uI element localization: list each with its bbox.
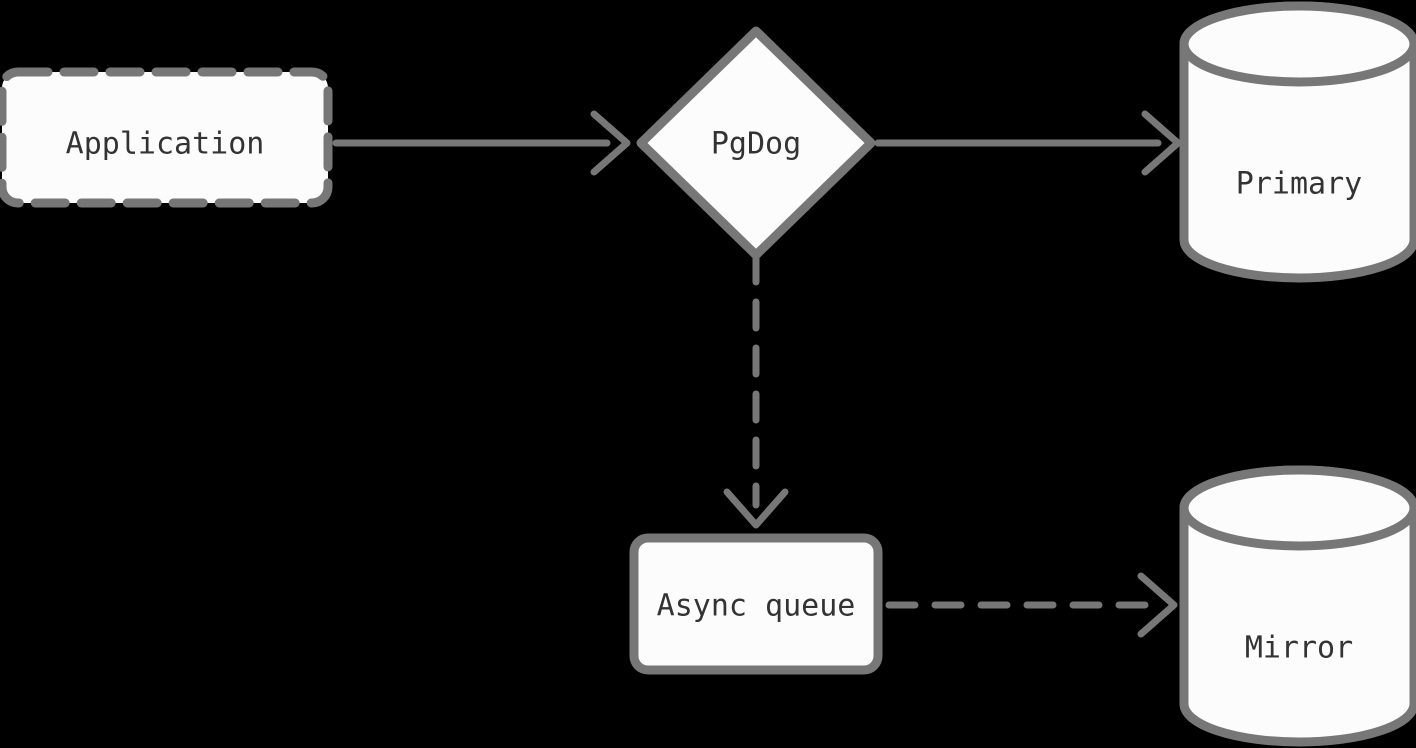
- node-pgdog-shape[interactable]: [636, 26, 876, 260]
- edge-app-to-pgdog-arrowhead: [590, 110, 631, 176]
- node-primary[interactable]: Primary: [1179, 1, 1416, 283]
- node-application-shape[interactable]: [0, 67, 333, 208]
- node-mirror-top-ellipse: [1179, 465, 1416, 551]
- node-primary-label: Primary: [1236, 167, 1362, 202]
- edge-app-to-pgdog: [332, 110, 631, 176]
- node-async-queue[interactable]: Async queue: [629, 533, 883, 675]
- edge-pgdog-to-primary: [874, 110, 1182, 176]
- node-primary-top-ellipse: [1179, 1, 1416, 87]
- node-async-queue-shape[interactable]: [629, 533, 883, 675]
- node-application[interactable]: Application: [0, 67, 333, 208]
- edge-async-queue-to-mirror: [885, 572, 1178, 638]
- node-mirror-label: Mirror: [1245, 631, 1353, 666]
- node-application-label: Application: [66, 127, 265, 162]
- node-pgdog[interactable]: PgDog: [636, 26, 876, 260]
- node-async-queue-label: Async queue: [657, 589, 856, 624]
- edge-async-queue-to-mirror-arrowhead: [1137, 572, 1178, 638]
- node-pgdog-label: PgDog: [711, 127, 801, 162]
- edge-pgdog-to-primary-arrowhead: [1141, 110, 1182, 176]
- edge-pgdog-to-async-queue-arrowhead: [723, 488, 789, 529]
- edge-pgdog-to-async-queue: [723, 252, 789, 529]
- node-mirror[interactable]: Mirror: [1179, 465, 1416, 747]
